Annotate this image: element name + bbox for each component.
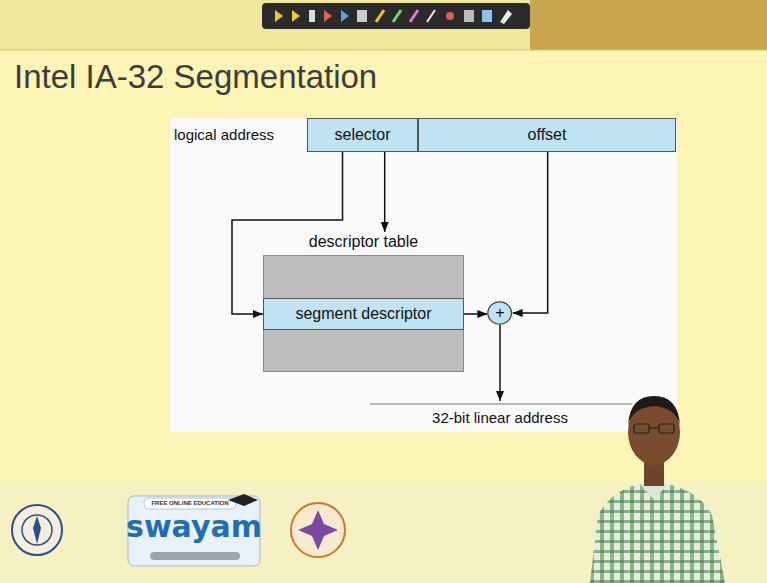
node-text: offset — [528, 126, 567, 144]
toolbar-icon — [292, 10, 300, 22]
toolbar-icon — [410, 10, 418, 22]
toolbar-icon — [275, 10, 283, 22]
adder-circle: + — [487, 301, 512, 325]
header-accent — [530, 0, 767, 50]
slide-title: Intel IA-32 Segmentation — [14, 58, 377, 96]
descriptor-table: descriptor table segment descriptor — [263, 232, 464, 372]
toolbar-icon — [446, 12, 454, 20]
selector-field: selector — [307, 118, 418, 152]
emblem-ring — [22, 515, 52, 545]
logo-wordmark: swayam — [126, 510, 262, 543]
toolbar-icon — [482, 10, 492, 22]
offset-field: offset — [418, 118, 676, 152]
emblem-mark — [33, 516, 41, 544]
toolbar-icon — [309, 10, 315, 22]
neck — [644, 462, 664, 486]
address-caption: logical address — [174, 127, 274, 144]
shirt — [590, 484, 725, 583]
hair — [628, 396, 680, 425]
toolbar-bar — [262, 3, 530, 29]
address-caption: 32-bit linear address — [432, 410, 568, 427]
toolbar-icon — [500, 10, 512, 24]
table-heading: descriptor table — [263, 232, 464, 255]
figure-panel — [170, 118, 677, 432]
toolbar-icon — [427, 10, 435, 22]
logo-tagline: FREE ONLINE EDUCATION — [151, 500, 228, 507]
mortarboard-icon — [228, 494, 258, 506]
emblem-star — [298, 510, 338, 550]
glasses — [634, 424, 649, 433]
node-text: segment descriptor — [295, 305, 431, 323]
institute-emblem — [12, 505, 62, 555]
glasses — [659, 424, 674, 433]
output-arrow — [499, 325, 501, 401]
toolbar-icon — [464, 10, 474, 22]
toolbar-icon — [393, 10, 401, 22]
segment-descriptor-entry: segment descriptor — [263, 298, 464, 330]
header-band — [0, 0, 767, 50]
lecturer-figure — [590, 396, 725, 583]
connector-arrow — [384, 152, 386, 232]
emblem-ring — [291, 503, 345, 557]
footer-band — [0, 482, 767, 583]
toolbar-icon — [341, 10, 349, 22]
toolbar-icon — [324, 10, 332, 22]
node-text: + — [495, 305, 504, 321]
connector-arrow — [513, 152, 548, 313]
adder-circle-shape — [488, 302, 512, 324]
partner-emblem — [291, 503, 345, 557]
toolbar-icon — [357, 10, 367, 22]
glasses — [649, 427, 659, 428]
connector-arrow — [464, 313, 487, 315]
emblem-ring — [12, 505, 62, 555]
pen-toolbar — [262, 3, 530, 29]
collar — [640, 484, 668, 500]
logo-pill — [144, 498, 236, 509]
toolbar-icon — [376, 10, 384, 22]
node-text: selector — [334, 126, 390, 144]
address-rule — [370, 404, 632, 405]
header-rule — [0, 50, 767, 51]
logo-pill — [150, 552, 240, 560]
